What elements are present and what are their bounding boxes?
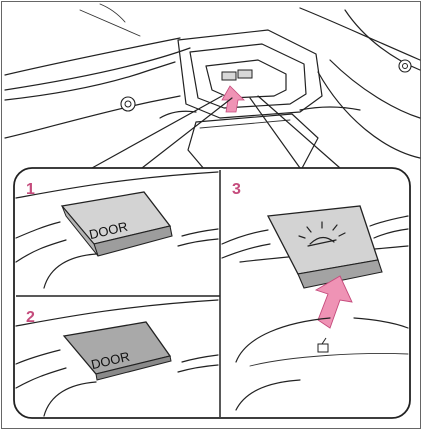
- sun-visor-left-edge: [5, 96, 180, 138]
- overview-light-button: [238, 70, 252, 78]
- console-recess: [206, 60, 286, 98]
- headliner-edge-right: [300, 8, 420, 60]
- callout-line-1: [92, 96, 222, 168]
- headliner-edge-left: [5, 38, 180, 75]
- callout-line-3: [250, 98, 300, 168]
- console-side-right: [300, 107, 360, 110]
- sun-visor-left-top: [5, 62, 175, 100]
- overview-door-button: [222, 72, 236, 80]
- headliner-crease: [80, 10, 140, 36]
- visor-clip-right: [399, 60, 411, 72]
- visor-clip-left: [121, 97, 135, 111]
- headliner-crease-2: [100, 4, 125, 22]
- sun-visor-right-edge-2: [318, 72, 420, 158]
- map-light-lens-edge: [200, 120, 290, 128]
- console-side-left: [160, 111, 196, 118]
- panel-3-number: 3: [232, 181, 241, 198]
- overhead-console-overview: [5, 4, 420, 176]
